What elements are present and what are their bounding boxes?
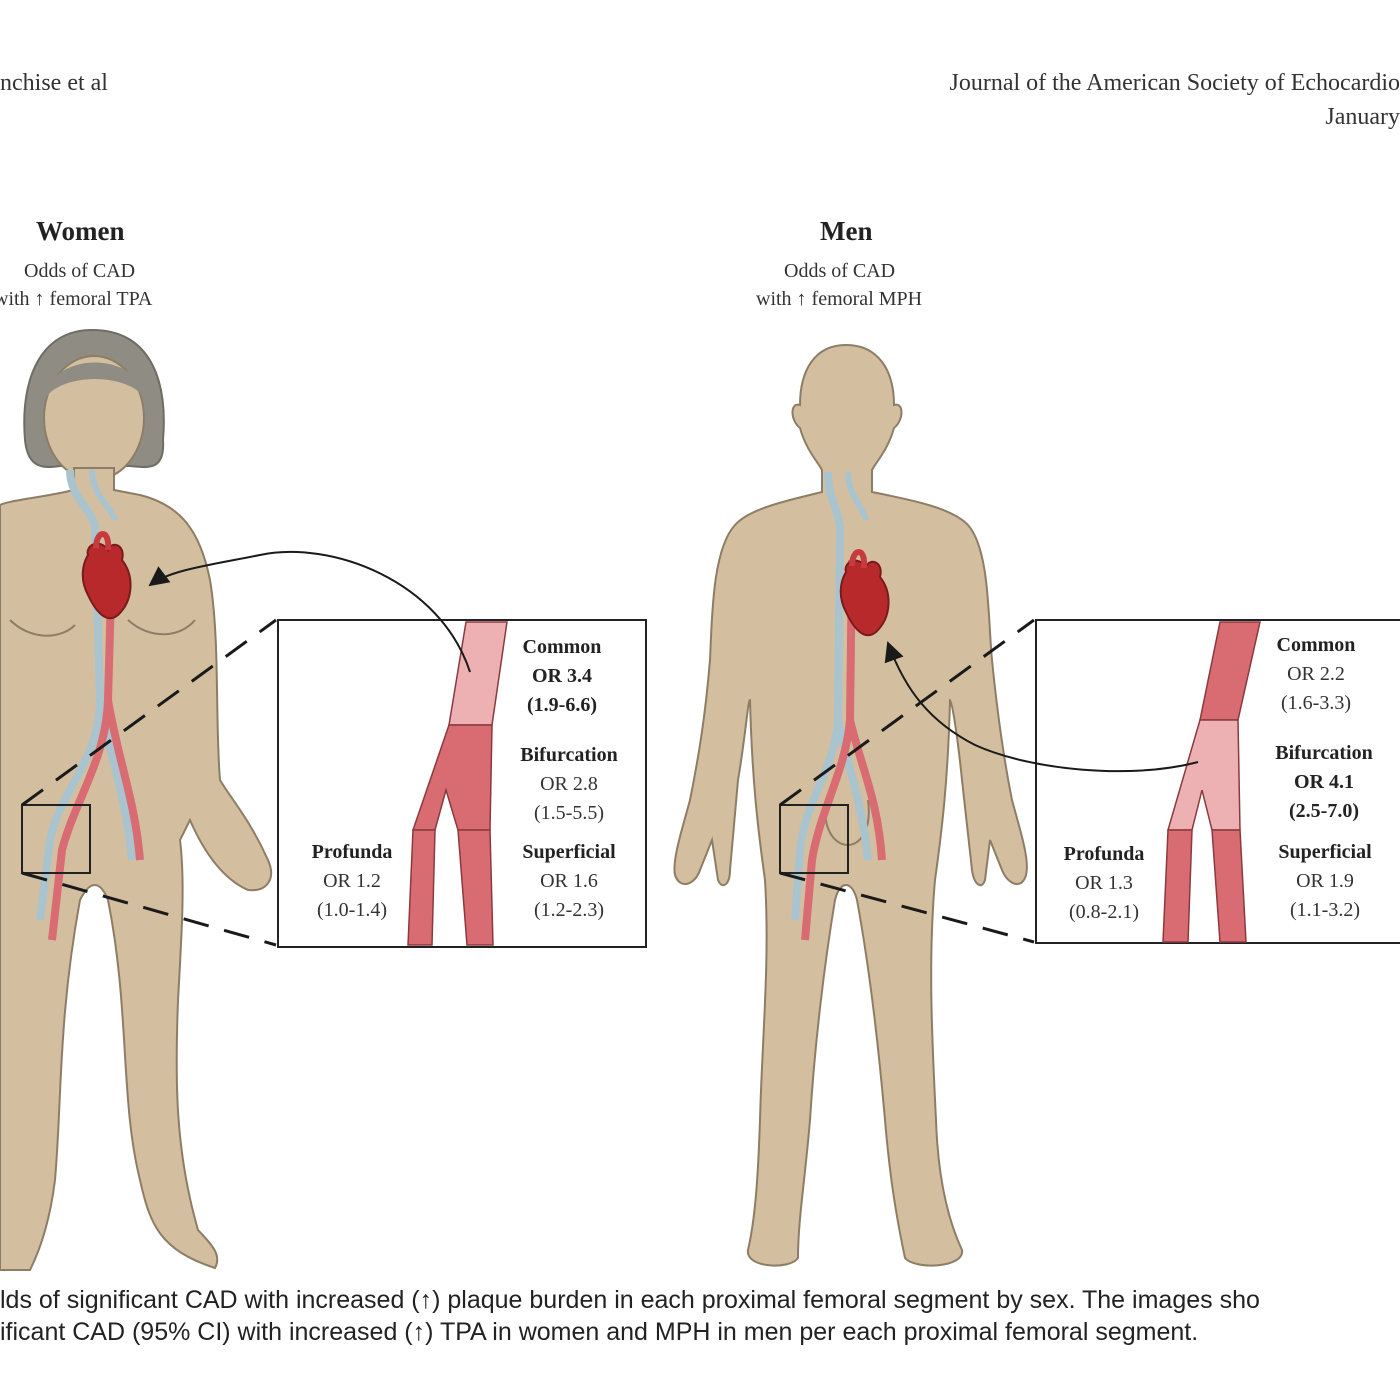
segment-ci: (1.0-1.4) (317, 899, 387, 921)
segment-name: Profunda (311, 841, 393, 863)
segment-name: Bifurcation (1275, 742, 1373, 764)
women-body (0, 467, 273, 1271)
segment-ci: (1.9-6.6) (527, 694, 597, 716)
running-header-authors: nchise et al (0, 70, 108, 96)
men-figure (673, 343, 1400, 1267)
segment-name: Superficial (522, 841, 616, 863)
women-label-common: Common OR 3.4 (1.9-6.6) (510, 633, 614, 720)
men-subtitle-line1: Odds of CAD (784, 260, 896, 282)
women-label-bifurcation: Bifurcation OR 2.8 (1.5-5.5) (510, 741, 628, 828)
caption-line2: ificant CAD (95% CI) with increased (↑) … (0, 1318, 1199, 1346)
segment-or: OR 1.6 (540, 870, 598, 892)
men-artery (801, 559, 886, 941)
segment-or: OR 2.8 (540, 773, 598, 795)
segment-name: Superficial (1278, 841, 1372, 863)
men-label-bifurcation: Bifurcation OR 4.1 (2.5-7.0) (1262, 739, 1386, 826)
segment-ci: (1.5-5.5) (534, 802, 604, 824)
segment-name: Common (522, 636, 602, 658)
running-header-date: January (1325, 104, 1400, 130)
women-label-profunda: Profunda OR 1.2 (1.0-1.4) (300, 838, 404, 925)
running-header-journal: Journal of the American Society of Echoc… (949, 70, 1400, 96)
segment-or: OR 4.1 (1294, 771, 1354, 793)
women-heart (81, 531, 132, 620)
women-artery-detail (407, 621, 508, 946)
men-label-superficial: Superficial OR 1.9 (1.1-3.2) (1266, 838, 1384, 925)
segment-or: OR 1.2 (323, 870, 381, 892)
segment-or: OR 3.4 (532, 665, 592, 687)
men-artery-detail (1162, 621, 1261, 943)
men-heart (839, 549, 890, 637)
segment-ci: (2.5-7.0) (1289, 800, 1359, 822)
segment-name: Bifurcation (520, 744, 618, 766)
segment-ci: (1.6-3.3) (1281, 692, 1351, 714)
men-arrow (884, 641, 1199, 773)
men-title: Men (820, 216, 873, 246)
segment-or: OR 1.9 (1296, 870, 1354, 892)
segment-ci: (0.8-2.1) (1069, 901, 1139, 923)
segment-ci: (1.1-3.2) (1290, 899, 1360, 921)
segment-or: OR 2.2 (1287, 663, 1345, 685)
women-artery (48, 559, 144, 941)
women-subtitle-line2: with ↑ femoral TPA (0, 288, 153, 310)
segment-or: OR 1.3 (1075, 872, 1133, 894)
men-subtitle-line2: with ↑ femoral MPH (756, 288, 923, 310)
women-title: Women (36, 216, 125, 246)
women-label-superficial: Superficial OR 1.6 (1.2-2.3) (510, 838, 628, 925)
women-subtitle-line1: Odds of CAD (24, 260, 136, 282)
men-label-common: Common OR 2.2 (1.6-3.3) (1264, 631, 1368, 718)
men-label-profunda: Profunda OR 1.3 (0.8-2.1) (1052, 840, 1156, 927)
men-vein (791, 471, 872, 921)
women-arrow (148, 550, 471, 673)
segment-name: Common (1276, 634, 1356, 656)
caption-line1: lds of significant CAD with increased (↑… (0, 1286, 1260, 1314)
women-figure (0, 328, 647, 1271)
segment-name: Profunda (1063, 843, 1145, 865)
men-zoom-box (779, 804, 849, 874)
segment-ci: (1.2-2.3) (534, 899, 604, 921)
women-zoom-box (21, 804, 91, 874)
